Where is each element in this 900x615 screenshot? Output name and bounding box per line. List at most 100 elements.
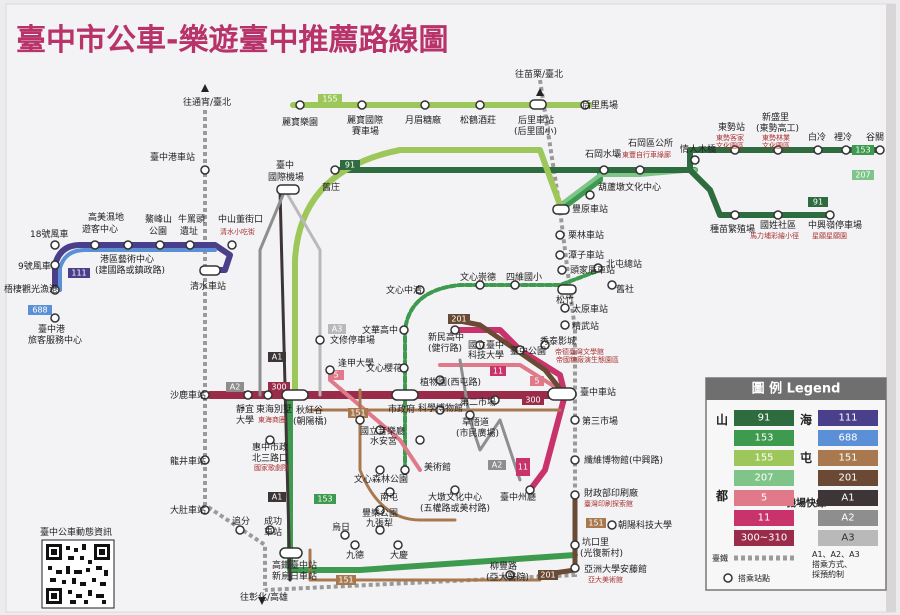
stop-marker[interactable] [350, 540, 360, 550]
stop-marker[interactable] [420, 100, 430, 110]
legend-panel: 圖 例 Legend 山 海 屯 都 機場快線 91 153 155 207 5… [705, 377, 887, 591]
stop-marker[interactable] [393, 540, 403, 550]
stop-marker[interactable] [50, 240, 60, 250]
route-badge: 153 [852, 145, 874, 155]
stop-marker[interactable] [730, 210, 740, 220]
stop-marker[interactable] [529, 99, 547, 110]
stop-marker[interactable] [199, 265, 221, 276]
qr-code-block[interactable]: 臺中公車動態資訊 [40, 526, 115, 609]
station-label: 牛罵頭 [178, 213, 205, 225]
station-label: 科技大學 [468, 349, 504, 361]
stop-marker[interactable] [580, 100, 590, 110]
stop-marker[interactable] [540, 340, 550, 350]
stop-marker[interactable] [557, 265, 567, 275]
stop-marker[interactable] [330, 165, 340, 175]
stop-marker[interactable] [570, 490, 580, 500]
station-label: 谷關 [866, 132, 884, 143]
stop-marker[interactable] [90, 240, 100, 250]
stop-marker[interactable] [123, 240, 133, 250]
route-5-line [328, 378, 422, 472]
station-label: (市民廣場) [456, 427, 499, 439]
stop-marker[interactable] [185, 240, 195, 250]
stop-marker[interactable] [243, 390, 253, 400]
stop-marker[interactable] [450, 485, 460, 495]
svg-text:5: 5 [333, 371, 338, 380]
stop-marker[interactable] [200, 390, 210, 400]
stop-marker[interactable] [279, 547, 303, 559]
stop-marker[interactable] [570, 415, 580, 425]
stop-marker[interactable] [465, 410, 475, 420]
stop-marker[interactable] [357, 100, 367, 110]
stop-marker[interactable] [50, 313, 60, 323]
stop-marker[interactable] [570, 563, 580, 573]
stop-marker[interactable] [415, 435, 425, 445]
stop-marker[interactable] [555, 250, 565, 260]
stop-marker[interactable] [200, 165, 210, 175]
stop-marker[interactable] [570, 540, 580, 550]
stop-marker[interactable] [560, 303, 570, 313]
route-151-inner [358, 388, 457, 522]
stop-marker[interactable] [399, 325, 409, 335]
stop-marker[interactable] [450, 325, 460, 335]
stop-marker[interactable] [399, 363, 409, 373]
stop-marker[interactable] [635, 165, 645, 175]
stop-marker[interactable] [475, 340, 485, 350]
stop-marker[interactable] [552, 204, 570, 215]
stop-marker[interactable] [555, 230, 565, 240]
stop-marker[interactable] [435, 375, 445, 385]
stop-marker[interactable] [50, 285, 60, 295]
stop-marker[interactable] [385, 487, 395, 497]
stop-marker[interactable] [773, 210, 783, 220]
stop-marker[interactable] [263, 390, 273, 400]
stop-marker[interactable] [505, 570, 515, 580]
stop-marker[interactable] [525, 485, 535, 495]
stop-marker[interactable] [607, 280, 617, 290]
stop-marker[interactable] [475, 100, 485, 110]
stop-marker[interactable] [475, 280, 485, 290]
stop-marker[interactable] [510, 280, 520, 290]
stop-marker[interactable] [547, 387, 577, 401]
stop-marker[interactable] [690, 155, 700, 165]
stop-marker[interactable] [841, 145, 851, 155]
stop-marker[interactable] [391, 389, 419, 401]
stop-marker[interactable] [200, 505, 210, 515]
stop-marker[interactable] [730, 145, 740, 155]
station-label: 車站 [264, 526, 282, 538]
stop-marker[interactable] [265, 525, 275, 535]
stop-marker[interactable] [813, 145, 823, 155]
stop-marker[interactable] [435, 405, 445, 415]
stop-marker[interactable] [375, 525, 385, 535]
stop-marker[interactable] [773, 145, 783, 155]
stop-marker[interactable] [593, 263, 603, 273]
stop-marker[interactable] [570, 455, 580, 465]
stop-marker[interactable] [200, 455, 210, 465]
station-label: 文心中清 [386, 284, 422, 296]
stop-marker[interactable] [281, 389, 309, 401]
stop-marker[interactable] [227, 240, 237, 250]
station-label: 情人木橋 [680, 143, 716, 155]
stop-marker[interactable] [375, 465, 385, 475]
stop-marker[interactable] [325, 365, 335, 375]
stop-marker[interactable] [315, 335, 325, 345]
stop-marker[interactable] [235, 525, 245, 535]
stop-marker[interactable] [607, 520, 617, 530]
stop-marker[interactable] [515, 345, 525, 355]
stop-marker[interactable] [276, 184, 300, 195]
stop-marker[interactable] [875, 145, 885, 155]
stop-marker[interactable] [295, 100, 305, 110]
stop-marker[interactable] [825, 210, 835, 220]
stop-marker[interactable] [415, 285, 425, 295]
stop-marker[interactable] [155, 240, 165, 250]
stop-marker[interactable] [375, 505, 385, 515]
stop-marker[interactable] [340, 530, 350, 540]
stop-marker[interactable] [560, 320, 570, 330]
stop-marker[interactable] [265, 435, 275, 445]
stop-marker[interactable] [599, 165, 609, 175]
stop-marker[interactable] [585, 190, 595, 200]
stop-marker[interactable] [400, 465, 410, 475]
stop-marker[interactable] [375, 425, 385, 435]
stop-marker[interactable] [355, 415, 365, 425]
stop-marker[interactable] [557, 284, 577, 295]
stop-marker[interactable] [490, 395, 500, 405]
stop-marker[interactable] [50, 260, 60, 270]
